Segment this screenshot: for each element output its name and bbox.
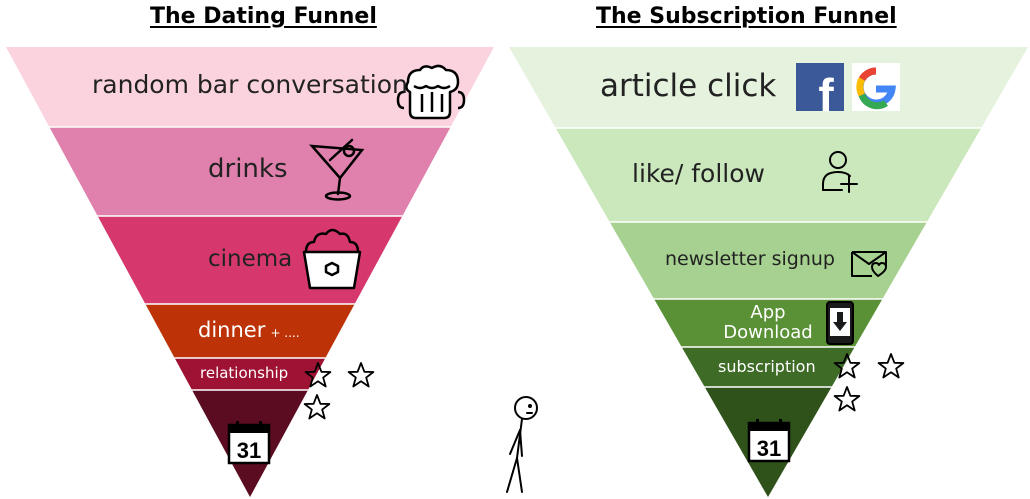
label-cinema: cinema: [208, 246, 293, 272]
calendar-day: 31: [237, 438, 261, 463]
star-icon: [877, 353, 905, 379]
star-icon: [347, 362, 375, 388]
calendar-icon: [227, 421, 271, 465]
subscription-stage-1: [509, 47, 1028, 128]
label-dinner-text: dinner: [198, 318, 266, 342]
label-subscription: subscription: [718, 357, 816, 376]
facebook-logo-letter: f: [818, 69, 834, 121]
label-article-click: article click: [600, 68, 777, 104]
beer-mugs-icon: [396, 64, 466, 120]
label-drinks: drinks: [208, 154, 288, 184]
star-icon: [303, 394, 331, 420]
label-like-follow: like/ follow: [632, 159, 765, 188]
label-relationship: relationship: [200, 364, 289, 382]
calendar-day: 31: [757, 436, 781, 461]
subscription-stage-2: [509, 128, 1028, 222]
star-icon: [833, 386, 861, 412]
calendar-icon: [747, 419, 791, 463]
envelope-heart-icon: [851, 251, 887, 277]
stick-figure: [506, 396, 538, 493]
title-dating-funnel: The Dating Funnel: [150, 4, 377, 29]
facebook-logo: f: [796, 63, 844, 121]
google-logo: [852, 63, 900, 111]
phone-download-icon: [826, 301, 854, 345]
label-dinner: dinner + ....: [198, 318, 300, 342]
title-subscription-funnel: The Subscription Funnel: [596, 4, 897, 29]
label-random-bar-conversation: random bar conversation: [92, 70, 408, 99]
label-newsletter-signup: newsletter signup: [665, 248, 835, 270]
popcorn-icon: [302, 228, 362, 290]
cocktail-glass-icon: [309, 138, 365, 201]
label-dinner-suffix: + ....: [270, 326, 300, 340]
label-app-line2: Download: [723, 322, 813, 343]
dating-stars: [303, 362, 375, 420]
label-app-line1: App: [750, 302, 786, 323]
label-app-download: App Download: [722, 303, 814, 343]
user-add-icon: [822, 151, 858, 193]
